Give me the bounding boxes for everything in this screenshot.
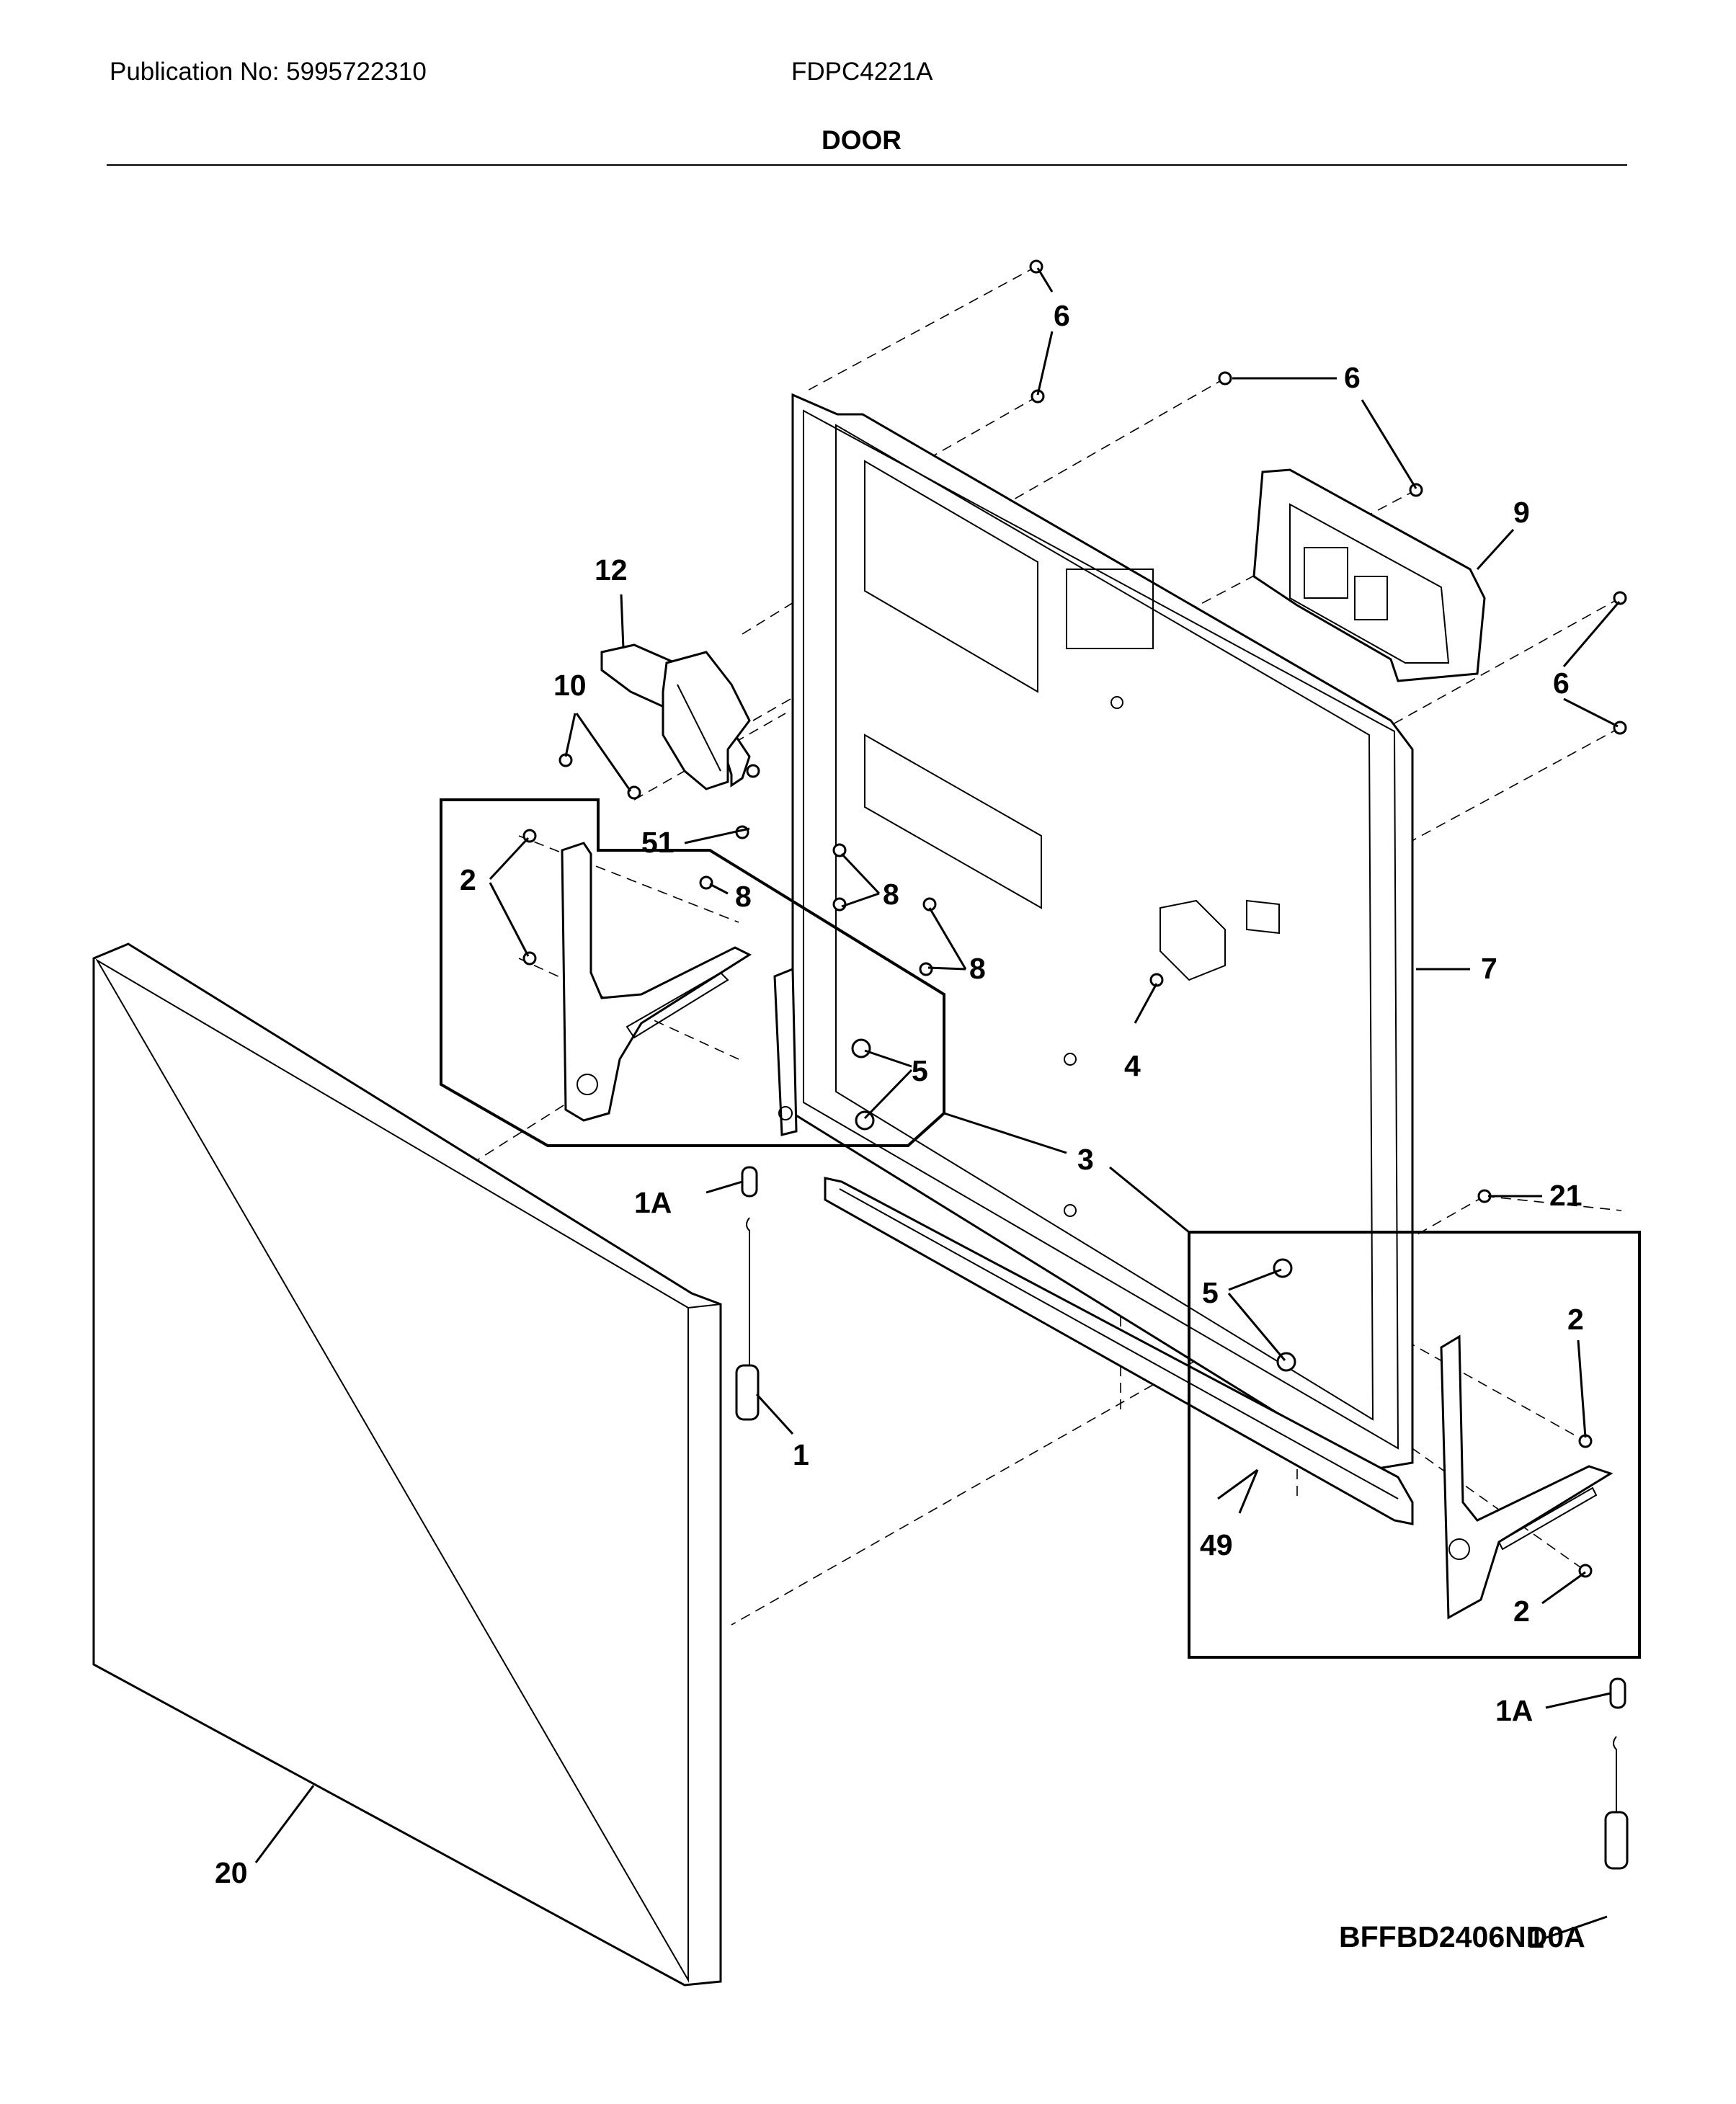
left-bushing: [741, 1166, 758, 1198]
callout-10: 10: [553, 669, 587, 702]
callout-2: 2: [1567, 1303, 1584, 1336]
door-latch: [600, 643, 751, 790]
callout-6: 6: [1054, 299, 1070, 332]
model-number: FDPC4221A: [791, 58, 933, 86]
callout-labels: 6 6 6 9 12 10 51 8 8 8 2 7 4 5 3 21 1A 5…: [215, 299, 1584, 1954]
callout-1A: 1A: [1495, 1694, 1533, 1727]
callout-1: 1: [793, 1438, 809, 1471]
diagram-code: BFFBD2406ND0A: [1339, 1920, 1585, 1953]
left-hinge-bracket: [773, 967, 798, 1136]
left-hinge: [561, 842, 752, 1122]
callout-6: 6: [1553, 667, 1570, 700]
bottom-trim: [824, 1177, 1414, 1525]
callout-20: 20: [215, 1856, 248, 1889]
right-hinge: [1440, 1334, 1613, 1620]
callout-9: 9: [1513, 496, 1530, 529]
callout-leaders: [254, 267, 1621, 1940]
callout-12: 12: [595, 553, 628, 587]
inner-door-panel: [791, 393, 1414, 1471]
section-title: DOOR: [822, 125, 902, 155]
publication-number: Publication No: 5995722310: [110, 58, 427, 86]
callout-21: 21: [1549, 1179, 1583, 1212]
right-spring: [1604, 1736, 1629, 1870]
callout-8: 8: [735, 880, 752, 913]
left-spring: [735, 1217, 760, 1421]
callout-2: 2: [460, 863, 476, 896]
callout-8: 8: [883, 878, 899, 911]
callout-2: 2: [1513, 1595, 1530, 1628]
callout-5: 5: [1202, 1276, 1219, 1309]
right-hinge-detail-box: [1188, 1231, 1641, 1659]
callout-4: 4: [1124, 1049, 1141, 1082]
right-bushing: [1609, 1677, 1626, 1709]
callout-51: 51: [641, 826, 675, 859]
callout-6: 6: [1344, 361, 1361, 394]
callout-5: 5: [912, 1054, 928, 1087]
callout-49: 49: [1200, 1528, 1233, 1561]
callout-1: 1: [1528, 1921, 1544, 1954]
outer-door-panel: [92, 942, 722, 1987]
callout-8: 8: [969, 952, 986, 985]
header-divider: [107, 164, 1627, 166]
callout-7: 7: [1481, 952, 1497, 985]
control-panel: [1252, 468, 1486, 682]
callout-1A: 1A: [634, 1186, 672, 1219]
callout-3: 3: [1077, 1143, 1094, 1176]
